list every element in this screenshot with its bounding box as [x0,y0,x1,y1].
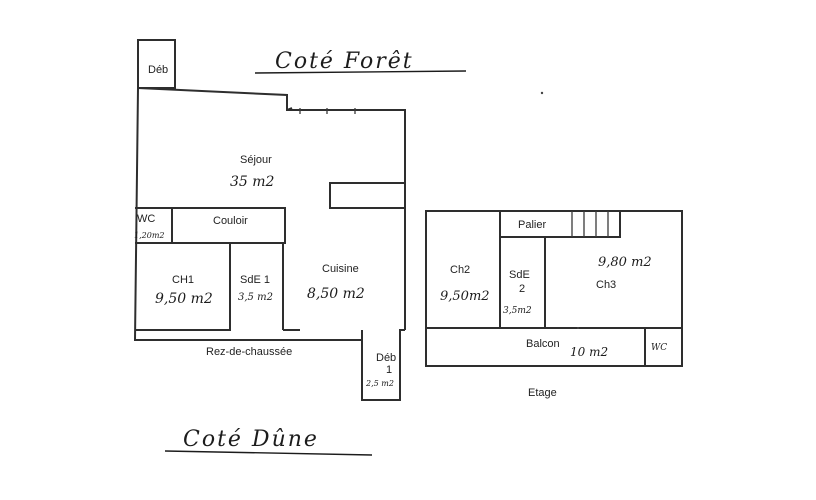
upper-outer-walls [425,210,683,367]
wall-notch [286,107,293,111]
ground-floor-plan [133,39,406,401]
deb1-walls [361,329,405,401]
upper-floor-plan [425,210,683,367]
room-couloir: Couloir [213,215,248,227]
sde2-area: 3,5m2 [503,306,532,316]
top-wall-ticks [299,108,356,114]
room-ch1: CH1 [172,274,194,286]
scan-speck [577,327,579,329]
cuisine-area: 8,50 m2 [307,286,365,302]
kitchen-counter-block [329,182,405,209]
room-sde2-line2: 2 [519,283,525,295]
ground-outer-left-bottom-wall [133,87,362,341]
room-wc-ground: WC [137,213,155,225]
sejour-area: 35 m2 [230,174,275,190]
sejour-outer-top-wall [137,87,406,330]
room-cuisine: Cuisine [322,263,359,275]
dune-side-heading: Coté Dûne [164,427,373,456]
room-ch3: Ch3 [596,279,616,291]
room-balcon: Balcon [526,338,560,350]
ch1-area: 9,50 m2 [155,291,213,307]
ground-floor-label: Rez-de-chaussée [206,346,292,358]
dune-side-underline [164,450,373,456]
ch3-area: 9,80 m2 [598,255,652,270]
ch1-partition [135,243,231,331]
room-sejour: Séjour [240,154,272,166]
room-ch2: Ch2 [450,264,470,276]
room-palier: Palier [518,219,546,231]
wc-ground-area: 1,20m2 [134,231,165,240]
upper-floor-label: Etage [528,387,557,399]
sde1-area: 3,5 m2 [238,292,273,303]
forest-side-underline [254,70,467,74]
room-sde1: SdE 1 [240,274,270,286]
balcon-area: 10 m2 [570,345,608,359]
room-deb1-line1: Déb [376,352,396,364]
palier-walls [500,211,621,238]
dune-side-label: Coté Dûne [183,427,319,452]
room-deb1-line2: 1 [386,364,392,376]
scan-speck [540,91,544,95]
forest-side-heading: Coté Forêt [254,49,467,74]
stair-steps [571,211,609,237]
deb1-area: 2,5 m2 [365,379,394,388]
couloir-band-walls [135,207,286,244]
room-deb-top: Déb [148,64,168,76]
ch2-area: 9,50m2 [440,289,490,304]
room-sde2-line1: SdE [509,269,530,281]
forest-side-label: Coté Forêt [275,49,414,74]
room-wc-upper: WC [651,343,667,353]
